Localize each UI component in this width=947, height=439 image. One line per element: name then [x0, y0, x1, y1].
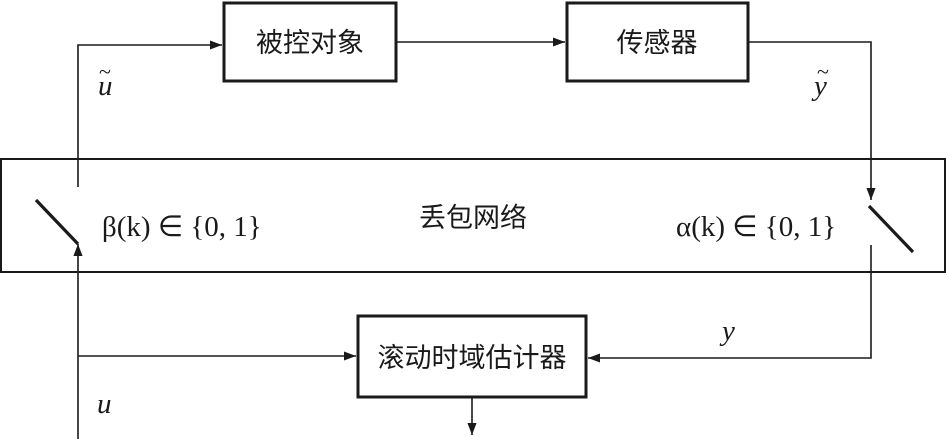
- alpha-switch: [867, 204, 915, 254]
- sensor-block: [565, 1, 750, 83]
- alpha-switch-label: α(k) ∈ {0, 1}: [676, 211, 836, 243]
- plant-label: 被控对象: [256, 28, 364, 59]
- estimator-label: 滚动时域估计器: [378, 343, 567, 374]
- beta-switch: [34, 198, 80, 246]
- beta-switch-label: β(k) ∈ {0, 1}: [102, 211, 262, 243]
- y-tilde-label: y: [811, 70, 827, 102]
- network-label: 丢包网络: [419, 203, 527, 234]
- u-tilde-mark: ~: [99, 59, 111, 84]
- u-label: u: [97, 388, 112, 420]
- network-block: [0, 158, 946, 273]
- u-tilde-label: u: [98, 70, 113, 102]
- sensor-label: 传感器: [617, 28, 698, 59]
- estimator-block: [356, 314, 588, 399]
- y-label: y: [719, 315, 735, 347]
- y-tilde-mark: ~: [817, 59, 829, 84]
- u-tilde-to-plant-wire: [77, 40, 222, 187]
- plant-block: [222, 1, 398, 83]
- y-to-estimator-wire: [588, 245, 872, 363]
- sensor-output-wire: [748, 41, 876, 200]
